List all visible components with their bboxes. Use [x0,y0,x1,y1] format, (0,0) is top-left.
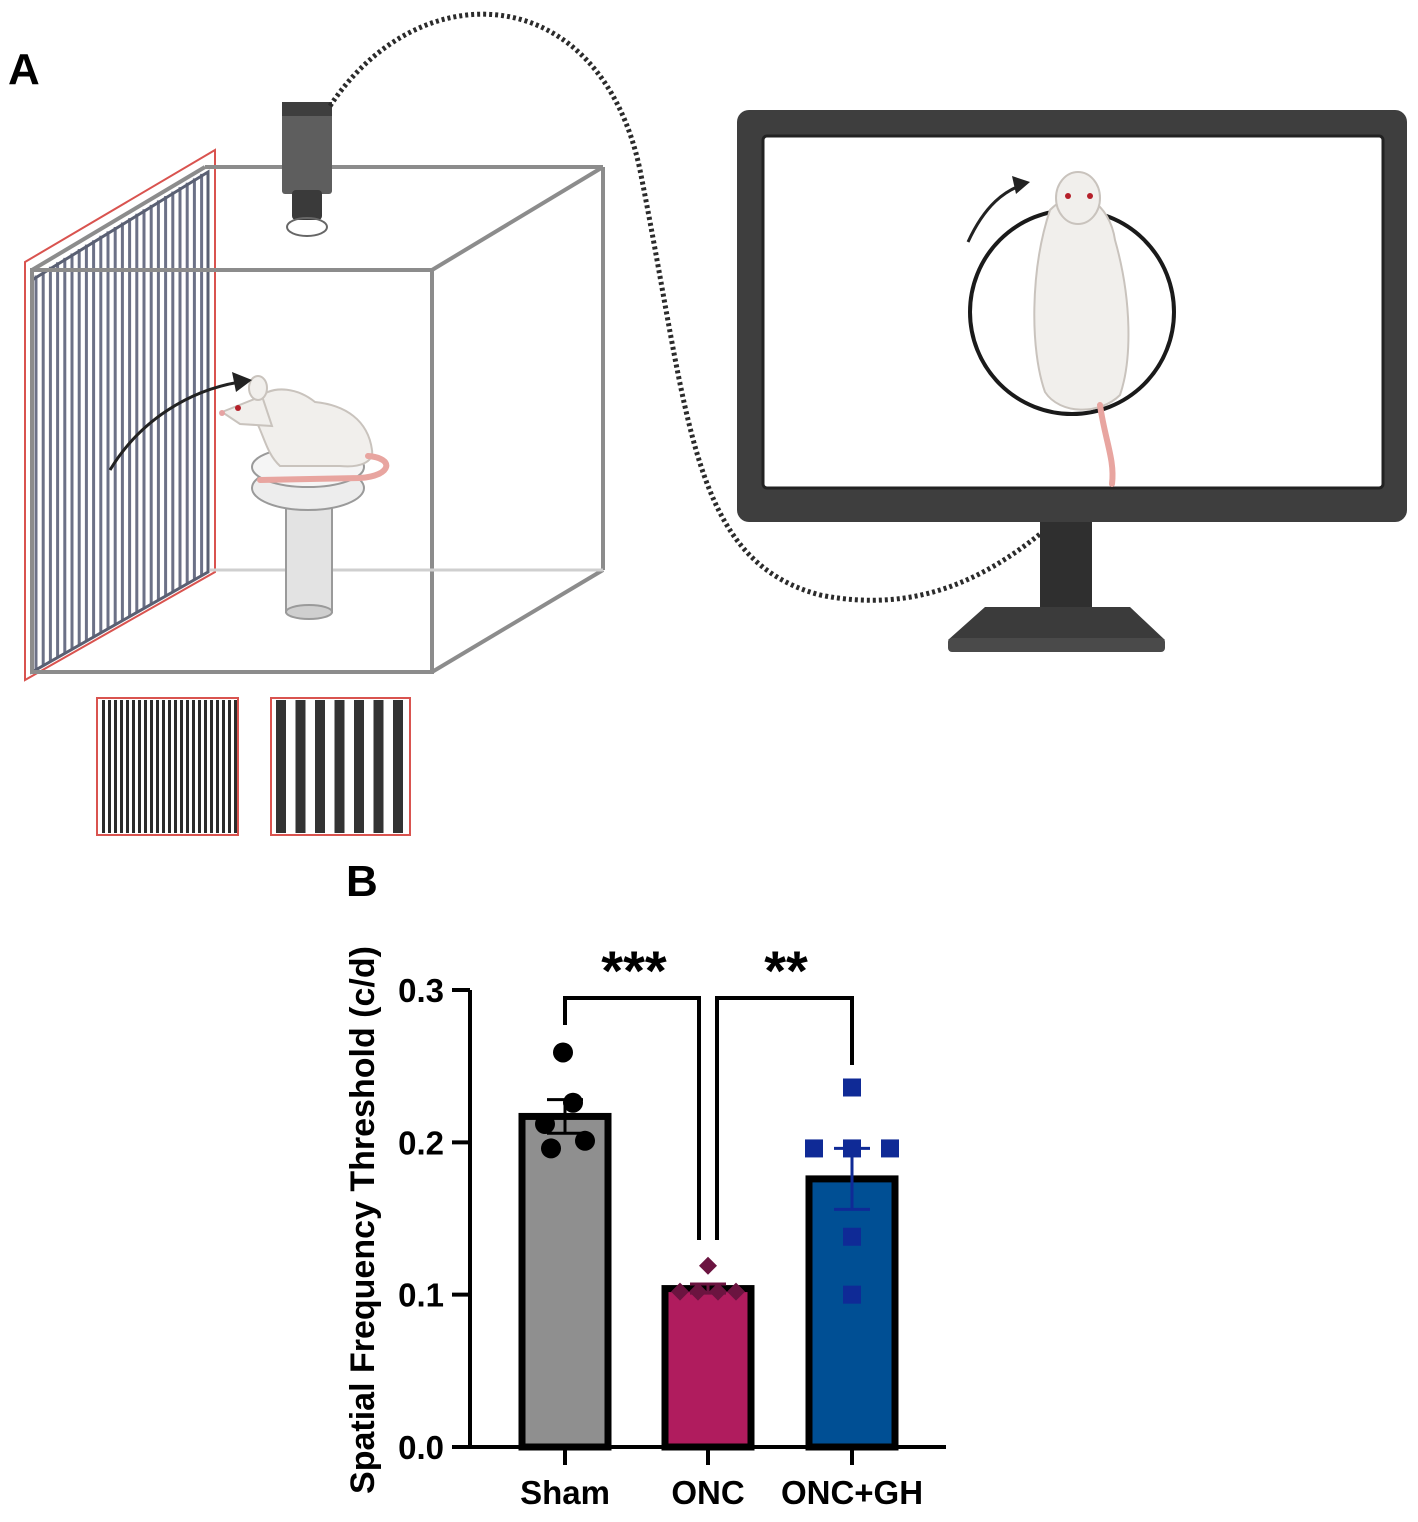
significance-bracket [715,996,854,1240]
data-point [881,1139,899,1158]
panel-a-label: A [8,45,40,94]
significance-bracket [563,996,701,1240]
panel-b-chart: B 0.0 0.1 0.2 0.3 Spatial Frequency Threshol… [344,857,946,1511]
panel-b-label: B [346,857,378,906]
data-point [563,1092,583,1113]
rotation-arrowhead-left [232,372,252,392]
rat-illustration [219,375,390,483]
data-point [541,1138,561,1159]
coarse-grating-swatch [270,697,411,836]
data-point [805,1139,823,1158]
y-axis-title: Spatial Frequency Threshold (c/d) [344,946,382,1494]
panel-a-illustration: A [8,11,1407,836]
monitor-icon [737,110,1407,652]
data-point [575,1130,595,1151]
data-point [843,1285,861,1304]
data-point [843,1078,861,1097]
x-tick-label: Sham [520,1474,610,1511]
x-tick-label: ONC+GH [781,1474,923,1511]
data-point [671,1282,689,1301]
testing-box [30,165,605,674]
data-point [843,1227,861,1246]
x-tick-label: ONC [671,1474,744,1511]
bar-chart: 0.0 0.1 0.2 0.3 Spatial Frequency Threshold … [344,939,946,1511]
data-point [689,1282,707,1301]
bar-sham [518,1112,612,1451]
y-tick-label: 0.2 [398,1124,444,1161]
camera-cable [327,11,1047,603]
camera-icon [282,102,332,237]
data-point [843,1139,861,1158]
rotation-arrow-left [108,380,241,471]
data-point [535,1114,555,1135]
data-point [709,1282,727,1301]
data-point [553,1042,573,1063]
y-tick-label: 0.0 [398,1429,444,1466]
grating-wall-stripes [34,173,204,670]
bar-onc [661,1285,755,1451]
significance-label: *** [601,939,667,1002]
y-tick-label: 0.1 [398,1277,444,1314]
significance-label: ** [764,939,808,1002]
data-point [727,1282,745,1301]
data-point [699,1256,717,1275]
fine-grating-swatch [96,697,239,836]
bar-onc-gh [805,1175,899,1451]
y-tick-label: 0.3 [398,972,444,1009]
grating-wall [24,148,216,682]
